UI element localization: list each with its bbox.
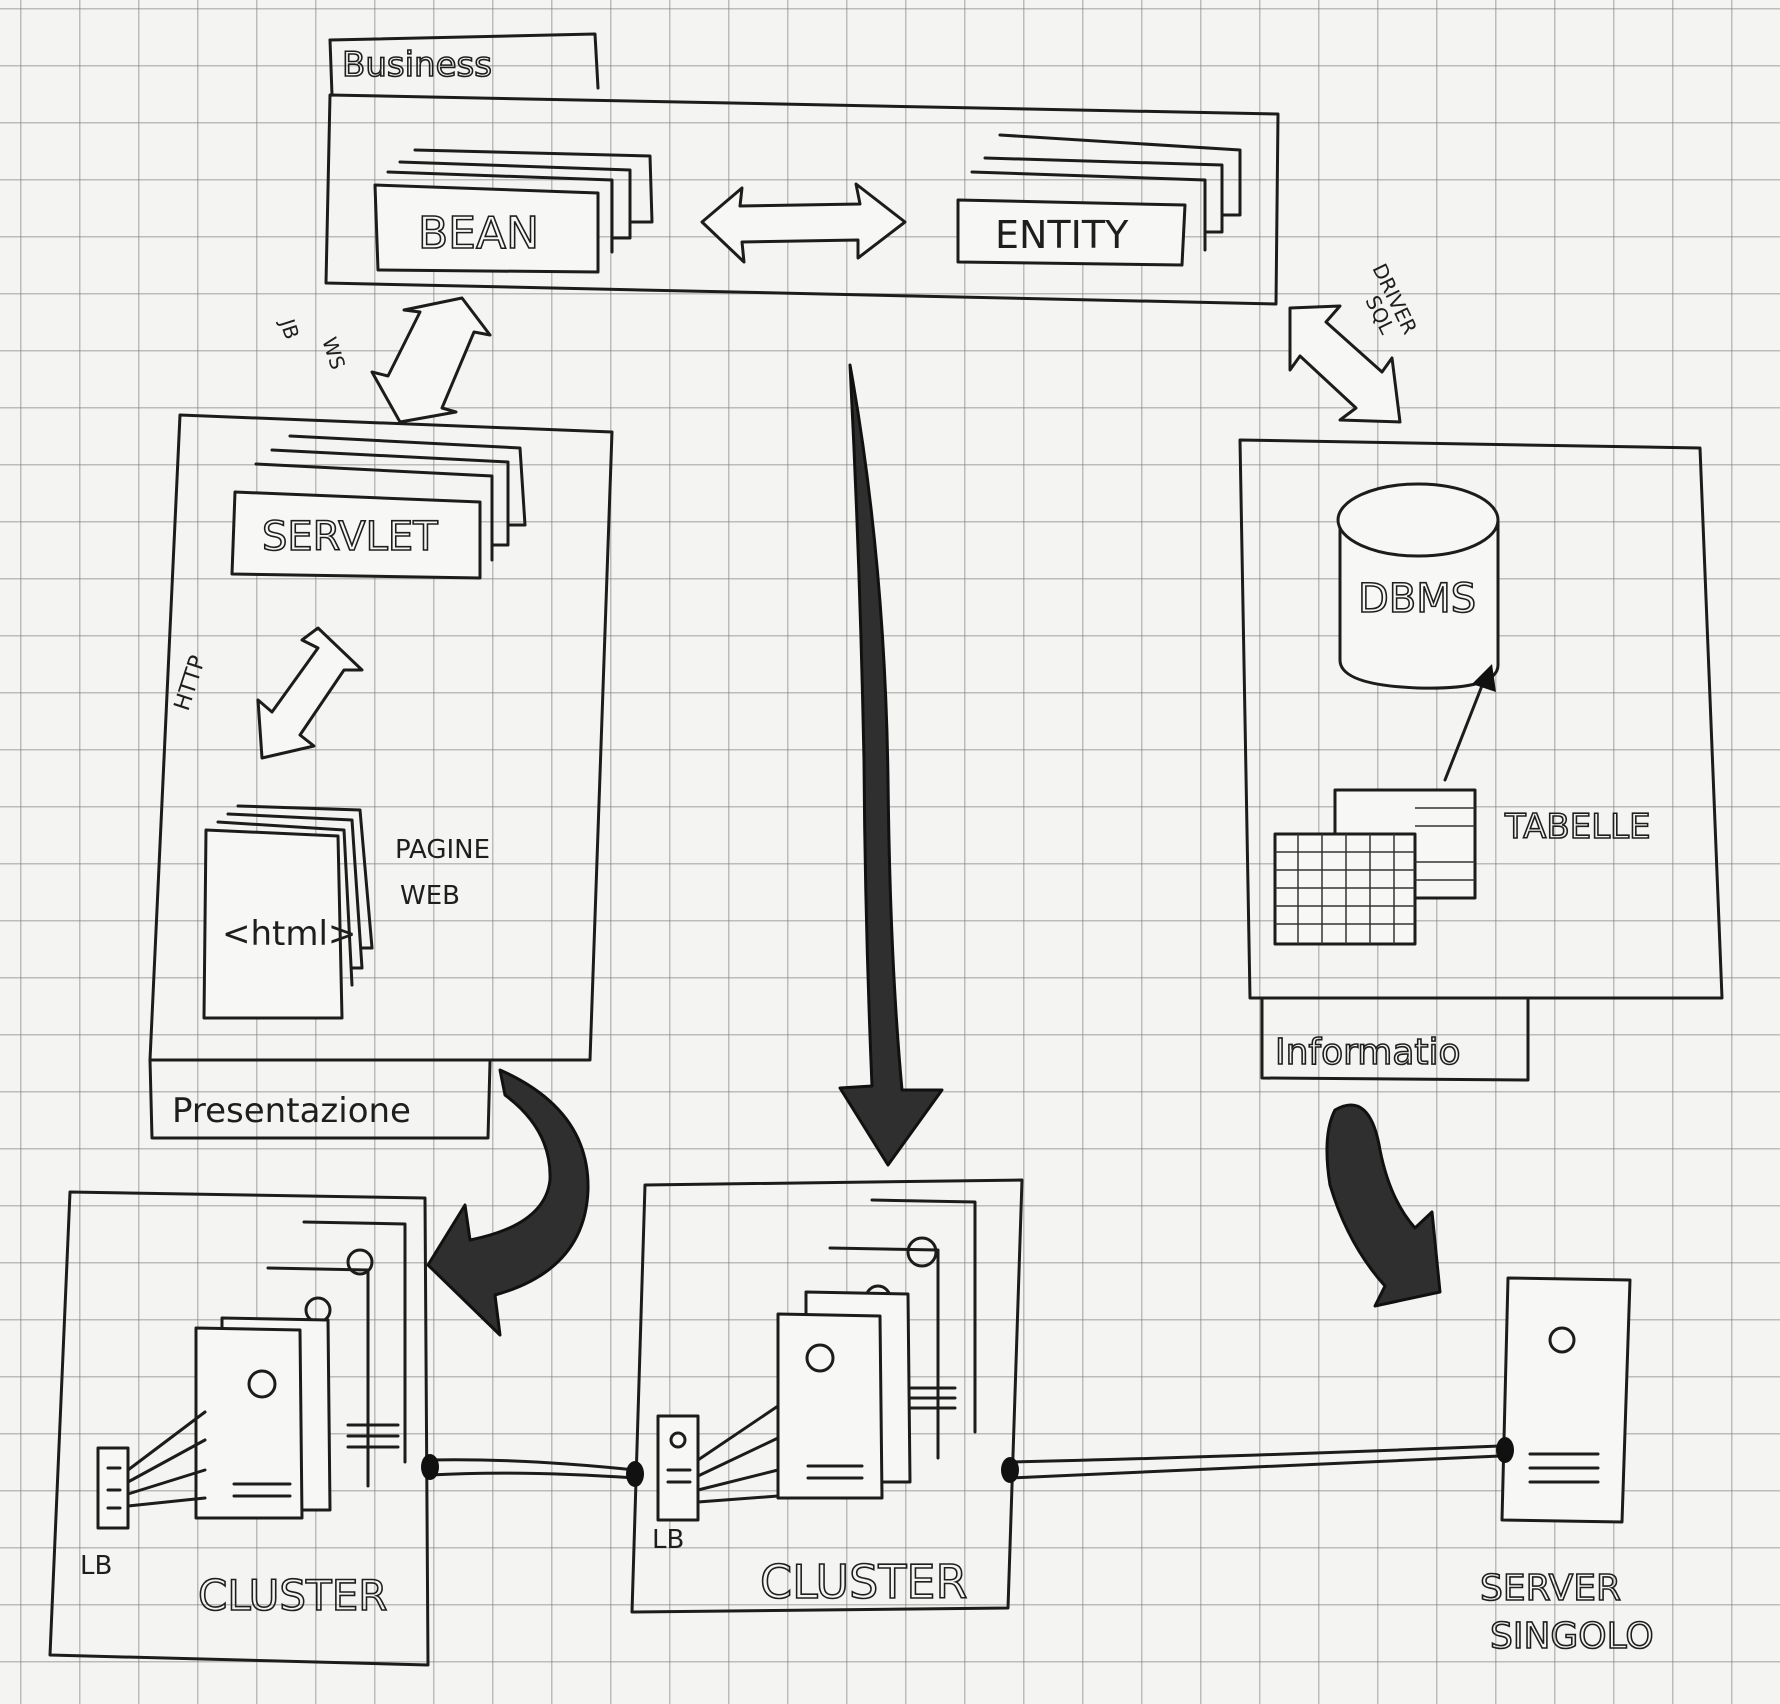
- html-label: <html>: [222, 914, 356, 954]
- cluster-left: LB CLUSTER: [48, 1190, 430, 1667]
- server-label-line1: SERVER: [1480, 1568, 1621, 1609]
- http-label: HTTP: [170, 653, 211, 714]
- tables-to-dbms-arrow: [1443, 676, 1487, 782]
- server-label-line2: SINGOLO: [1490, 1616, 1654, 1657]
- business-information-arrow: [1288, 304, 1402, 424]
- web-pages-component: <html>: [202, 804, 374, 1020]
- cluster-left-label: CLUSTER: [198, 1571, 387, 1620]
- tabelle-label: TABELLE: [1504, 807, 1651, 847]
- presentation-layer: Presentazione SERVLET HTTP <html> PAGINE…: [148, 413, 614, 1140]
- ws-label: WS: [317, 334, 350, 372]
- servlet-label: SERVLET: [262, 514, 438, 560]
- presentazione-label: Presentazione: [172, 1091, 411, 1131]
- single-server: SERVER SINGOLO: [1479, 1276, 1655, 1658]
- presentation-to-cluster-arrow: [426, 1068, 590, 1337]
- cluster-left-lb-label: LB: [80, 1551, 112, 1581]
- servlet-component: SERVLET: [230, 434, 527, 580]
- pagine-label: PAGINE: [395, 835, 490, 865]
- entity-component: ENTITY: [956, 133, 1242, 267]
- http-arrow: [256, 626, 364, 760]
- information-layer: Informatio DBMS TABELLE: [1238, 438, 1724, 1082]
- informatio-label: Informatio: [1275, 1032, 1461, 1073]
- cluster-center: LB CLUSTER: [630, 1178, 1024, 1614]
- lb-center: [656, 1404, 780, 1522]
- web-label: WEB: [400, 881, 460, 911]
- cluster-center-lb-label: LB: [652, 1525, 684, 1555]
- bean-entity-arrow: [700, 182, 907, 264]
- business-to-cluster-arrow: [838, 363, 944, 1167]
- business-layer: Business BEAN ENTITY: [324, 32, 1280, 306]
- bean-label: BEAN: [418, 208, 539, 259]
- tables-component: [1273, 788, 1477, 946]
- network-links: [421, 1437, 1514, 1487]
- jb-label: JB: [275, 314, 305, 342]
- business-label: Business: [342, 45, 492, 85]
- information-to-server-arrow: [1325, 1103, 1442, 1308]
- business-presentation-arrow: [370, 296, 492, 424]
- cluster-center-label: CLUSTER: [760, 1555, 967, 1609]
- dbms-label: DBMS: [1358, 576, 1476, 622]
- lb-left: [96, 1410, 207, 1530]
- dbms-cylinder: DBMS: [1336, 482, 1500, 690]
- bean-component: BEAN: [373, 148, 654, 274]
- entity-label: ENTITY: [995, 213, 1129, 257]
